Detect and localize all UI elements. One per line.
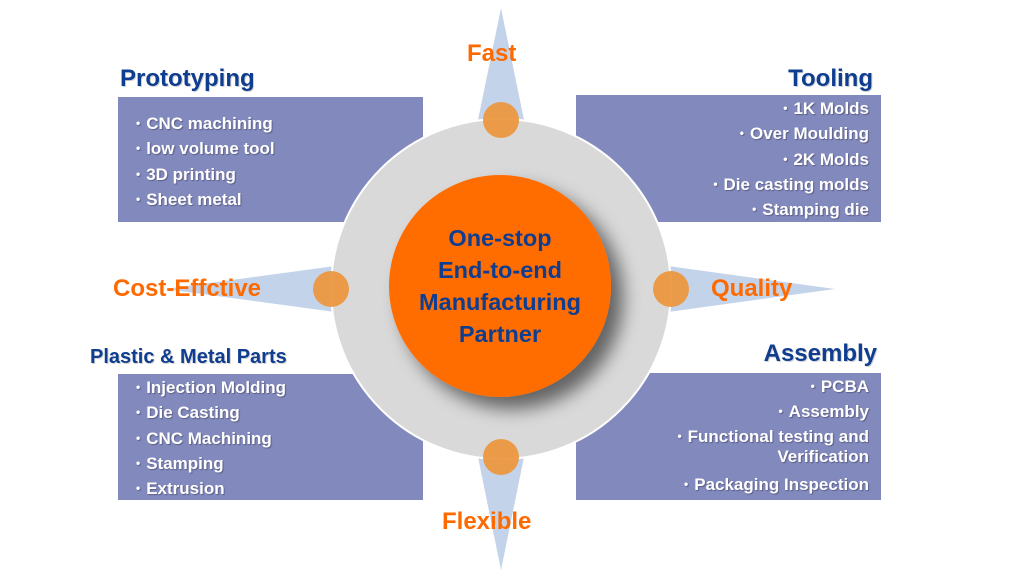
bullet-icon: •	[810, 379, 815, 393]
bullet-icon: •	[684, 477, 689, 491]
node-left	[313, 271, 349, 307]
node-right	[653, 271, 689, 307]
node-bottom	[483, 439, 519, 475]
bullet-icon: •	[752, 202, 757, 217]
bullet-icon: •	[677, 429, 682, 443]
bullet-icon: •	[136, 166, 141, 181]
list-item: •Stamping die	[752, 200, 869, 220]
tooling-box: •1K Molds •Over Moulding •2K Molds •Die …	[576, 95, 881, 222]
bullet-icon: •	[136, 141, 141, 156]
core-line: End-to-end	[438, 257, 562, 283]
attribute-fast: Fast	[467, 40, 517, 67]
list-item: •1K Molds	[783, 99, 869, 118]
plastic-metal-title: Plastic & Metal Parts	[90, 346, 287, 368]
node-top	[483, 102, 519, 138]
list-item: •Sheet metal	[136, 189, 242, 209]
bullet-icon: •	[136, 405, 141, 420]
plastic-metal-list: •Injection Molding •Die Casting •CNC Mac…	[136, 375, 423, 501]
list-item: •Stamping	[136, 453, 224, 473]
list-item: Verification	[777, 447, 869, 466]
list-item: •PCBA	[810, 377, 869, 396]
bullet-icon: •	[739, 126, 744, 141]
list-item: •Die Casting	[136, 403, 240, 423]
bullet-icon: •	[778, 404, 783, 418]
bullet-icon: •	[136, 455, 141, 470]
list-item: •Extrusion	[136, 479, 225, 499]
pointer-bottom	[478, 457, 524, 570]
attribute-quality: Quality	[711, 275, 793, 302]
core-line: Manufacturing	[419, 289, 581, 315]
list-item: •Over Moulding	[739, 124, 869, 144]
bullet-icon: •	[136, 380, 141, 394]
list-item: •Assembly	[778, 402, 869, 421]
core-circle	[389, 175, 611, 397]
bullet-icon: •	[713, 176, 718, 191]
bullet-icon: •	[783, 101, 788, 115]
tooling-list: •1K Molds •Over Moulding •2K Molds •Die …	[576, 96, 869, 222]
list-item: •CNC Machining	[136, 428, 272, 448]
prototyping-list: •CNC machining •low volume tool •3D prin…	[136, 111, 423, 212]
list-item: •3D printing	[136, 164, 236, 184]
list-item: •Packaging Inspection	[684, 475, 869, 494]
list-item: •CNC machining	[136, 114, 273, 133]
tooling-title: Tooling	[788, 65, 873, 92]
core-label: One-stop End-to-end Manufacturing Partne…	[390, 222, 610, 350]
core-line: Partner	[458, 321, 542, 347]
pointer-left	[165, 266, 335, 312]
assembly-list: •PCBA •Assembly •Functional testing and …	[576, 374, 869, 497]
bullet-icon: •	[136, 481, 141, 496]
attribute-flexible: Flexible	[442, 508, 532, 535]
pointer-top	[478, 8, 524, 120]
prototyping-box: •CNC machining •low volume tool •3D prin…	[118, 97, 423, 222]
list-item: •2K Molds	[783, 149, 869, 169]
list-item: •low volume tool	[136, 139, 275, 159]
pointer-right	[668, 266, 835, 312]
list-item: •Injection Molding	[136, 378, 286, 397]
list-item: •Functional testing and	[677, 427, 869, 446]
bullet-icon: •	[136, 116, 141, 130]
assembly-title: Assembly	[763, 340, 877, 367]
bullet-icon: •	[136, 191, 141, 206]
prototyping-title: Prototyping	[120, 65, 255, 92]
list-item: •Die casting molds	[713, 174, 869, 194]
bullet-icon: •	[136, 430, 141, 445]
bullet-icon: •	[783, 151, 788, 166]
attribute-cost-effective: Cost-Effctive	[113, 275, 262, 302]
core-line: One-stop	[448, 225, 552, 251]
